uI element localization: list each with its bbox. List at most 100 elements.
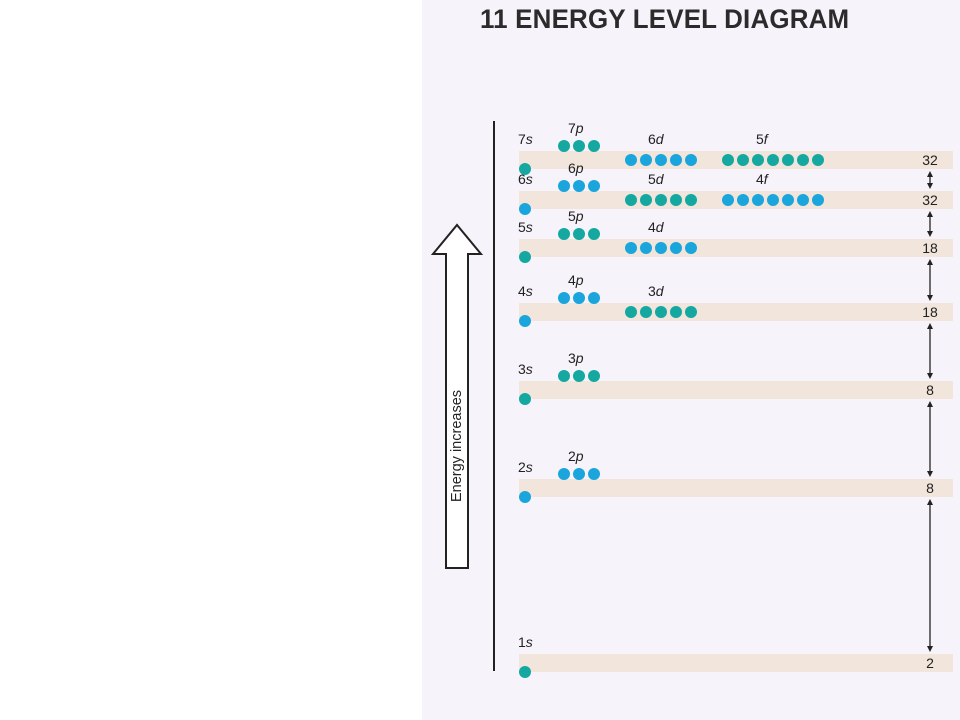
electron-orbital-dot [588,140,600,152]
orbital-6s-label: 6s [518,171,533,187]
orbital-7p-subshell-letter: p [575,120,584,136]
arrowhead-down-icon [927,373,933,379]
diagram-page: 11 ENERGY LEVEL DIAGRAM Energy increases… [422,0,960,720]
electron-orbital-dot [573,140,585,152]
electron-orbital-dot [519,163,531,175]
electron-orbital-dot [752,154,764,166]
orbital-6s-shell-number: 6 [518,171,526,187]
orbital-3d-shell-number: 3 [648,283,656,299]
orbital-1s-shell-number: 1 [518,634,526,650]
electron-orbital-dot [812,154,824,166]
orbital-3s-shell-number: 3 [518,361,526,377]
orbital-6d-label: 6d [648,131,664,147]
electron-orbital-dot [655,154,667,166]
level-capacity: 8 [926,382,934,398]
electron-orbital-dot [588,370,600,382]
orbital-4d-label: 4d [648,219,664,235]
orbital-6p-shell-number: 6 [568,160,576,176]
electron-orbital-dot [670,154,682,166]
orbital-4f-shell-number: 4 [756,171,764,187]
electron-orbital-dot [625,306,637,318]
electron-orbital-dot [519,315,531,327]
electron-orbital-dot [625,194,637,206]
arrowhead-up-icon [927,323,933,329]
electron-orbital-dot [558,228,570,240]
electron-orbital-dot [812,194,824,206]
electron-orbital-dot [767,194,779,206]
orbital-2s-subshell-letter: s [525,459,533,475]
orbital-6d-shell-number: 6 [648,131,656,147]
energy-level-band [519,479,953,497]
orbital-7p-shell-number: 7 [568,120,576,136]
level-capacity: 8 [926,480,934,496]
electron-orbital-dot [625,242,637,254]
orbital-5f-subshell-letter: f [763,131,768,147]
arrowhead-up-icon [927,211,933,217]
electron-orbital-dot [767,154,779,166]
orbital-4f-subshell-letter: f [763,171,768,187]
electron-orbital-dot [519,666,531,678]
electron-orbital-dot [573,370,585,382]
energy-level-band [519,381,953,399]
energy-level-band [519,654,953,672]
orbital-5s-label: 5s [518,219,533,235]
electron-orbital-dot [782,154,794,166]
orbital-3s-label: 3s [518,361,533,377]
electron-orbital-dot [685,306,697,318]
orbital-4p-label: 4p [568,272,584,288]
electron-orbital-dot [722,194,734,206]
orbital-5p-subshell-letter: p [575,208,584,224]
electron-orbital-dot [558,180,570,192]
electron-orbital-dot [685,194,697,206]
orbital-2s-shell-number: 2 [518,459,526,475]
electron-orbital-dot [558,292,570,304]
orbital-3s-subshell-letter: s [525,361,533,377]
electron-orbital-dot [558,140,570,152]
orbital-4s-subshell-letter: s [525,283,533,299]
arrowhead-down-icon [927,471,933,477]
orbital-5f-shell-number: 5 [756,131,764,147]
electron-orbital-dot [519,251,531,263]
electron-orbital-dot [655,306,667,318]
orbital-4s-shell-number: 4 [518,283,526,299]
orbital-4d-subshell-letter: d [655,219,664,235]
electron-orbital-dot [782,194,794,206]
orbital-4f-label: 4f [756,171,768,187]
electron-orbital-dot [752,194,764,206]
electron-orbital-dot [558,468,570,480]
orbital-5f-label: 5f [756,131,768,147]
orbital-3p-label: 3p [568,350,584,366]
electron-orbital-dot [519,491,531,503]
electron-orbital-dot [519,203,531,215]
electron-orbital-dot [737,154,749,166]
orbital-4s-label: 4s [518,283,533,299]
orbital-4p-shell-number: 4 [568,272,576,288]
arrowhead-down-icon [927,183,933,189]
orbital-7p-label: 7p [568,120,584,136]
orbital-5p-shell-number: 5 [568,208,576,224]
electron-orbital-dot [573,228,585,240]
orbital-7s-shell-number: 7 [518,131,526,147]
arrowhead-down-icon [927,231,933,237]
arrowhead-up-icon [927,259,933,265]
orbital-6p-subshell-letter: p [575,160,584,176]
electron-orbital-dot [519,393,531,405]
orbital-2p-label: 2p [568,448,584,464]
orbital-6s-subshell-letter: s [525,171,533,187]
arrowhead-down-icon [927,295,933,301]
electron-orbital-dot [670,306,682,318]
electron-orbital-dot [797,154,809,166]
electron-orbital-dot [588,228,600,240]
orbital-5p-label: 5p [568,208,584,224]
orbital-2p-shell-number: 2 [568,448,576,464]
level-capacity: 32 [922,192,938,208]
capacity-arrows [927,171,933,652]
electron-orbital-dot [625,154,637,166]
orbital-5d-label: 5d [648,171,664,187]
arrowhead-down-icon [927,646,933,652]
electron-orbital-dot [640,306,652,318]
orbital-4d-shell-number: 4 [648,219,656,235]
electron-orbital-dot [573,468,585,480]
electron-orbital-dot [670,242,682,254]
electron-orbital-dot [685,242,697,254]
